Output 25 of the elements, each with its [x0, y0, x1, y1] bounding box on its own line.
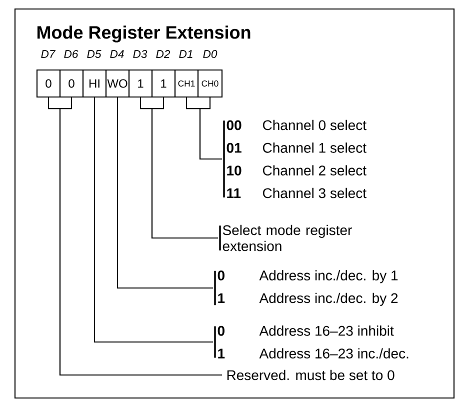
register-bit-cell: 0: [36, 69, 61, 98]
register-bit-cell: CH1: [174, 69, 199, 98]
bit-label: D3: [133, 50, 148, 58]
bit-label: D7: [41, 50, 56, 58]
register-bit-cell: 1: [128, 69, 153, 98]
register-bit-cell: WO: [105, 69, 130, 98]
bit-label: D2: [156, 50, 170, 58]
connector-line: [199, 98, 222, 160]
bit-label: D1: [179, 50, 192, 58]
bit-label: D5: [87, 50, 102, 58]
register-bit-cell: 0: [59, 69, 84, 98]
title: Mode Register Extension: [37, 26, 250, 42]
connector-line: [94, 98, 213, 343]
description-text: Reserved. must be set to 0: [227, 370, 394, 380]
option-list: 00 Channel 0 select 01 Channel 1 select 10 Channel 2 select 11 Channel 3 select: [226, 120, 366, 198]
register-bit-cell: HI: [82, 69, 107, 98]
bit-label: D4: [110, 50, 124, 58]
description-text: Select mode register extension: [222, 224, 352, 252]
option-list: 0 Address 16–23 inhibit 1 Address 16–23 inc./dec.: [218, 326, 408, 358]
connector-line: [116, 98, 213, 289]
bit-label: D6: [64, 50, 78, 58]
option-list: 0 Address inc./dec. by 1 1 Address inc./dec. by 2: [218, 270, 398, 306]
register-bit-cell: 1: [151, 69, 176, 98]
bit-label: D0: [203, 50, 218, 58]
register-bit-cell: CH0: [197, 69, 223, 98]
